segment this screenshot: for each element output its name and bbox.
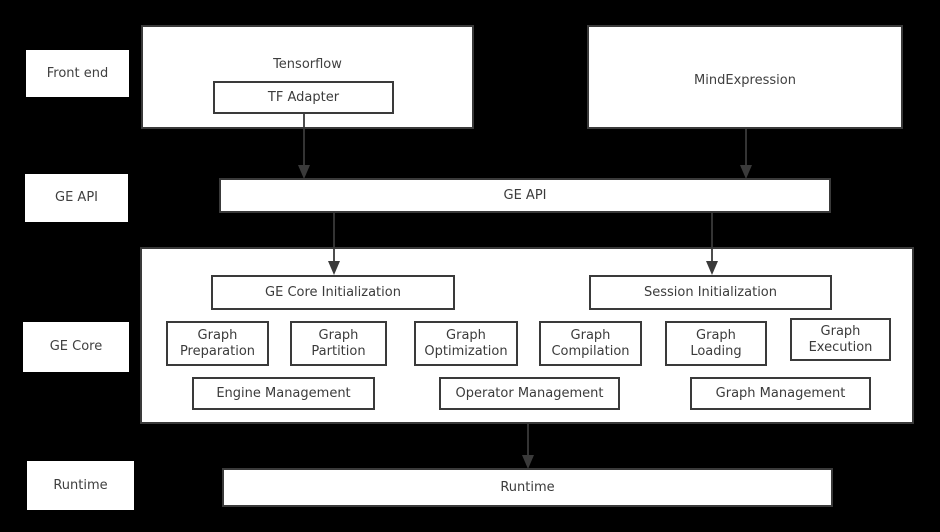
graph-management-box[interactable]: Graph Management (690, 377, 871, 410)
tf-adapter-label: TF Adapter (267, 89, 340, 105)
stage-label-runtime-text: Runtime (53, 477, 108, 493)
graph-loading-label: Graph Loading (690, 328, 742, 359)
arrow-ge-core-to-runtime (522, 424, 534, 469)
graph-management-label: Graph Management (715, 385, 846, 401)
stage-label-runtime: Runtime (27, 461, 134, 510)
session-initialization-box[interactable]: Session Initialization (589, 275, 832, 310)
graph-preparation-box[interactable]: Graph Preparation (166, 321, 269, 366)
ge-core-initialization-box[interactable]: GE Core Initialization (211, 275, 455, 310)
stage-label-ge-api: GE API (25, 174, 128, 222)
graph-compilation-label: Graph Compilation (551, 328, 630, 359)
mindexpression-panel: MindExpression (587, 25, 903, 129)
graph-execution-box[interactable]: Graph Execution (790, 318, 891, 361)
graph-compilation-box[interactable]: Graph Compilation (539, 321, 642, 366)
engine-management-label: Engine Management (216, 385, 351, 401)
arrow-ge-api-to-session-initialization (706, 213, 718, 275)
arrow-tf-adapter-to-ge-api (298, 113, 310, 179)
graph-preparation-label: Graph Preparation (179, 328, 256, 359)
arrow-ge-api-to-ge-core-initialization (328, 213, 340, 275)
ge-api-bar[interactable]: GE API (219, 178, 831, 213)
operator-management-box[interactable]: Operator Management (439, 377, 620, 410)
ge-api-bar-label: GE API (503, 187, 547, 203)
arrow-mindexpression-to-ge-api (740, 129, 752, 179)
runtime-bar-label: Runtime (500, 479, 555, 495)
tensorflow-panel-title: Tensorflow (273, 57, 342, 72)
graph-execution-label: Graph Execution (808, 324, 873, 355)
graph-optimization-box[interactable]: Graph Optimization (414, 321, 518, 366)
graph-partition-box[interactable]: Graph Partition (290, 321, 387, 366)
operator-management-label: Operator Management (455, 385, 604, 401)
mindexpression-panel-title: MindExpression (694, 73, 796, 88)
runtime-bar[interactable]: Runtime (222, 468, 833, 507)
ge-core-initialization-label: GE Core Initialization (265, 284, 401, 300)
graph-optimization-label: Graph Optimization (424, 328, 508, 359)
graph-partition-label: Graph Partition (311, 328, 366, 359)
graph-loading-box[interactable]: Graph Loading (665, 321, 767, 366)
stage-label-front-end-text: Front end (46, 65, 109, 81)
engine-management-box[interactable]: Engine Management (192, 377, 375, 410)
stage-label-ge-core-text: GE Core (49, 339, 103, 355)
stage-label-ge-api-text: GE API (55, 190, 98, 206)
session-initialization-label: Session Initialization (643, 284, 777, 300)
tf-adapter-box[interactable]: TF Adapter (213, 81, 394, 114)
stage-label-ge-core: GE Core (23, 322, 129, 372)
stage-label-front-end: Front end (26, 50, 129, 97)
